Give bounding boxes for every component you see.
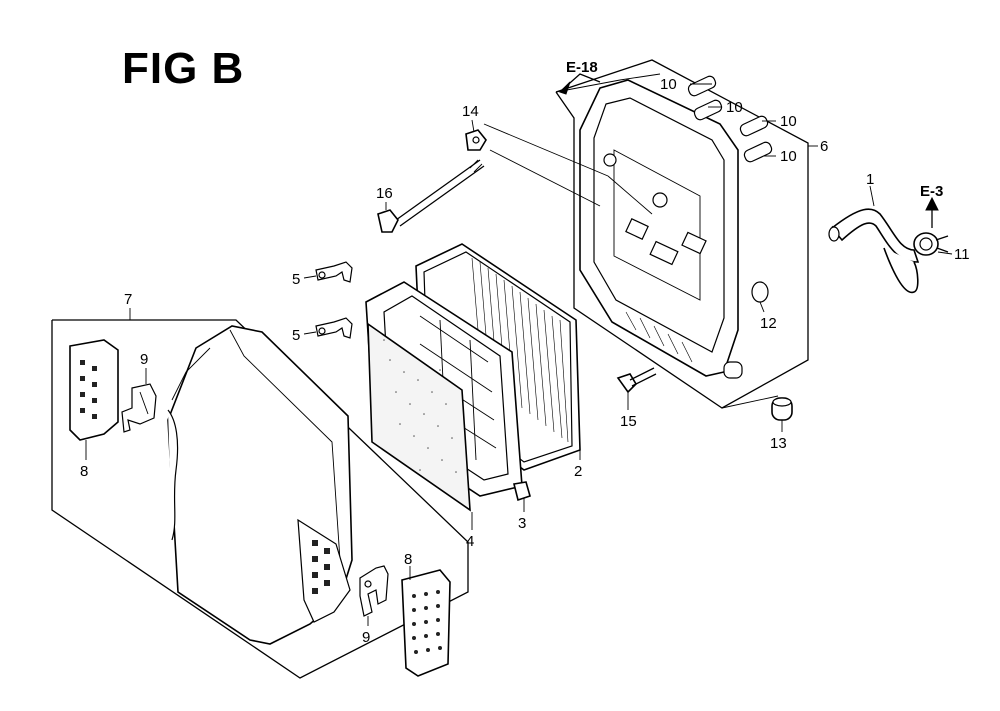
assembly-outline-6 — [555, 59, 809, 409]
air-cleaner-case — [579, 75, 773, 379]
callout-11: 11 — [954, 246, 970, 263]
ref-e18: E-18 — [566, 59, 598, 76]
callout-7: 7 — [124, 291, 132, 308]
callout-10-a: 10 — [660, 76, 677, 93]
foam-pre-filter — [367, 322, 471, 512]
callout-3: 3 — [518, 515, 526, 532]
callout-13: 13 — [770, 435, 787, 452]
callout-8-left: 8 — [80, 463, 88, 480]
callout-9-left: 9 — [140, 351, 148, 368]
callout-10-b: 10 — [726, 99, 743, 116]
callout-4: 4 — [466, 533, 474, 550]
callout-6: 6 — [820, 138, 828, 155]
assembly-outline-7 — [51, 319, 469, 679]
callout-10-d: 10 — [780, 148, 797, 165]
tube-clip — [913, 232, 949, 256]
callout-16: 16 — [376, 185, 393, 202]
flange-nut — [465, 129, 487, 151]
callout-10-c: 10 — [780, 113, 797, 130]
ref-e3: E-3 — [920, 183, 943, 200]
latch-right — [359, 565, 389, 617]
callout-5-lower: 5 — [292, 327, 300, 344]
air-cleaner-cover — [167, 325, 353, 645]
callout-2: 2 — [574, 463, 582, 480]
cover-clip-lower — [315, 317, 353, 339]
cover-clip-upper — [315, 261, 353, 283]
callout-12: 12 — [760, 315, 777, 332]
callout-5-upper: 5 — [292, 271, 300, 288]
vent-cover-right — [401, 569, 451, 677]
breather-tube — [828, 208, 920, 293]
latch-left — [121, 383, 157, 433]
callout-8-right: 8 — [404, 551, 412, 568]
callout-14: 14 — [462, 103, 479, 120]
drain-tube — [771, 397, 793, 421]
callout-15: 15 — [620, 413, 637, 430]
mounting-screw — [616, 367, 657, 394]
stud-bolt — [377, 159, 485, 233]
vent-cover-left — [69, 339, 119, 441]
callout-9-right: 9 — [362, 629, 370, 646]
figure-title: FIG B — [122, 44, 245, 93]
callout-1: 1 — [866, 171, 874, 188]
